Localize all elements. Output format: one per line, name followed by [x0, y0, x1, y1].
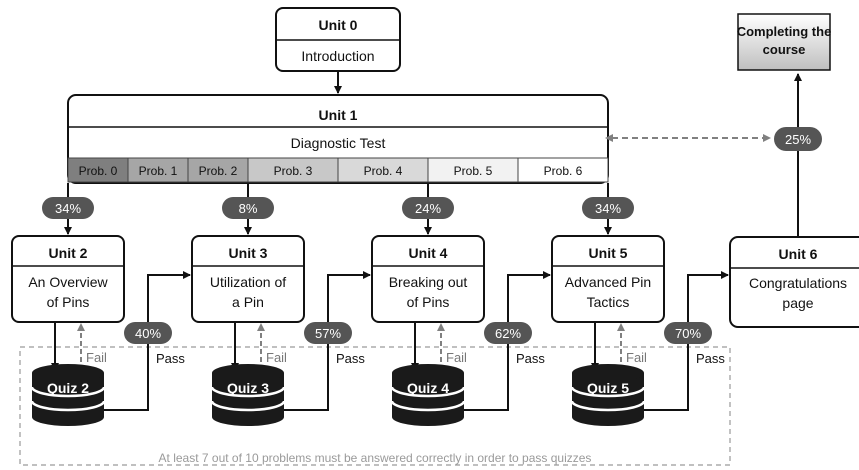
fail-label: Fail: [626, 350, 647, 365]
entry-pct-badge: 8%: [222, 197, 274, 219]
quiz-region-dashed-box: [19, 346, 731, 466]
fail-label: Fail: [266, 350, 287, 365]
unit1-title: Unit 1: [319, 107, 358, 123]
problem-cell-2: Prob. 2: [187, 157, 249, 183]
unit0-title: Unit 0: [319, 17, 358, 33]
pass-pct-badge: 70%: [664, 322, 712, 344]
quiz-3-database-icon[interactable]: Quiz 3: [210, 362, 286, 428]
unit6-box[interactable]: Unit 6 Congratulations page: [729, 236, 859, 328]
entry-pct-label: 8%: [239, 201, 258, 216]
completing-course-box[interactable]: Completing the course: [737, 13, 832, 71]
unit-title: Unit 5: [589, 245, 628, 261]
pass-pct-label: 70%: [675, 326, 701, 341]
pass-pct-label: 57%: [315, 326, 341, 341]
problem-cell-3: Prob. 3: [247, 157, 339, 183]
footnote: At least 7 out of 10 problems must be an…: [159, 451, 592, 465]
entry-pct-badge: 34%: [582, 197, 634, 219]
unit-line1: Breaking out: [389, 274, 468, 290]
problem-label: Prob. 0: [79, 164, 118, 178]
unit3-box[interactable]: Unit 3 Utilization of a Pin: [191, 235, 305, 323]
unit4-box[interactable]: Unit 4 Breaking out of Pins: [371, 235, 485, 323]
unit-line2: of Pins: [47, 294, 90, 310]
unit-title: Unit 2: [49, 245, 88, 261]
unit-line2: of Pins: [407, 294, 450, 310]
pass-pct-badge: 62%: [484, 322, 532, 344]
problem-cell-5: Prob. 5: [427, 157, 519, 183]
unit-line2: Tactics: [587, 294, 630, 310]
completing-line2: course: [763, 42, 806, 57]
problem-label: Prob. 6: [544, 164, 583, 178]
unit-line1: An Overview: [28, 274, 108, 290]
unit-line1: Utilization of: [210, 274, 286, 290]
fail-label: Fail: [86, 350, 107, 365]
pass-pct-label: 62%: [495, 326, 521, 341]
unit6-line2: page: [782, 295, 813, 311]
problem-label: Prob. 3: [274, 164, 313, 178]
skip-pct-badge: 25%: [774, 127, 822, 151]
pass-pct-badge: 57%: [304, 322, 352, 344]
unit-line2: a Pin: [232, 294, 264, 310]
quiz-label: Quiz 2: [47, 380, 89, 396]
quiz-label: Quiz 3: [227, 380, 269, 396]
entry-pct-badge: 34%: [42, 197, 94, 219]
quiz-4-database-icon[interactable]: Quiz 4: [390, 362, 466, 428]
entry-pct-label: 34%: [55, 201, 81, 216]
unit-line1: Advanced Pin: [565, 274, 651, 290]
problem-row: Prob. 0 Prob. 1 Prob. 2 Prob. 3 Prob. 4 Prob.…: [67, 157, 609, 183]
problem-cell-0: Prob. 0: [67, 157, 129, 183]
unit0-subtitle: Introduction: [301, 48, 374, 64]
entry-pct-label: 34%: [595, 201, 621, 216]
problem-cell-4: Prob. 4: [337, 157, 429, 183]
problem-label: Prob. 1: [139, 164, 178, 178]
skip-pct-label: 25%: [785, 132, 811, 147]
quiz-label: Quiz 5: [587, 380, 629, 396]
unit6-title: Unit 6: [779, 246, 818, 262]
quiz-2-database-icon[interactable]: Quiz 2: [30, 362, 106, 428]
pass-pct-badge: 40%: [124, 322, 172, 344]
unit2-box[interactable]: Unit 2 An Overview of Pins: [11, 235, 125, 323]
pass-label: Pass: [516, 351, 545, 366]
quiz-5-database-icon[interactable]: Quiz 5: [570, 362, 646, 428]
pass-label: Pass: [336, 351, 365, 366]
fail-label: Fail: [446, 350, 467, 365]
problem-label: Prob. 2: [199, 164, 238, 178]
problem-label: Prob. 4: [364, 164, 403, 178]
unit1-subtitle: Diagnostic Test: [291, 135, 386, 151]
quiz-label: Quiz 4: [407, 380, 449, 396]
problem-cell-1: Prob. 1: [127, 157, 189, 183]
problem-label: Prob. 5: [454, 164, 493, 178]
unit-title: Unit 4: [409, 245, 448, 261]
unit6-line1: Congratulations: [749, 275, 847, 291]
unit0-box[interactable]: Unit 0 Introduction: [275, 7, 401, 72]
pass-label: Pass: [156, 351, 185, 366]
completing-line1: Completing the: [737, 24, 832, 39]
pass-pct-label: 40%: [135, 326, 161, 341]
entry-pct-badge: 24%: [402, 197, 454, 219]
unit-title: Unit 3: [229, 245, 268, 261]
entry-pct-label: 24%: [415, 201, 441, 216]
problem-cell-6: Prob. 6: [517, 157, 609, 183]
pass-label: Pass: [696, 351, 725, 366]
